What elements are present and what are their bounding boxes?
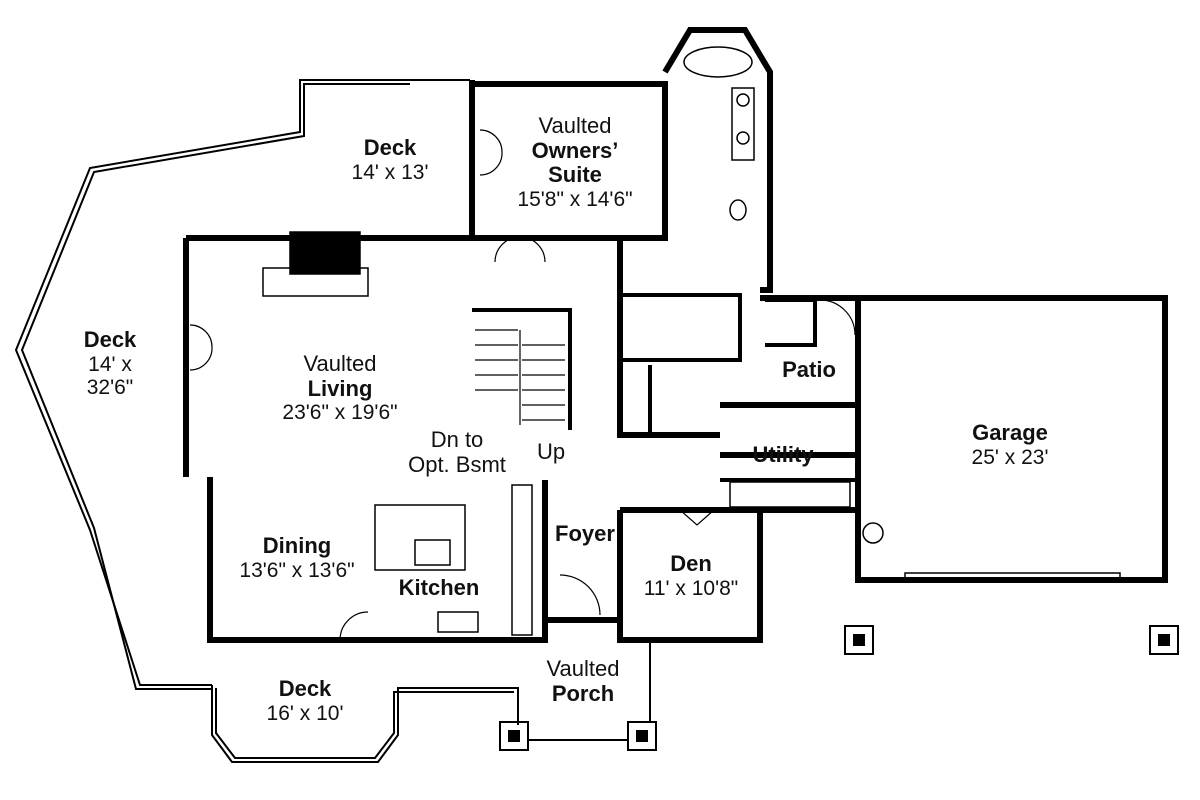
bathtub xyxy=(683,46,753,78)
den-wall xyxy=(617,510,763,643)
den-dims: 11' x 10'8" xyxy=(643,576,739,600)
kitchen-island xyxy=(374,504,466,571)
deck-outlines xyxy=(14,79,519,763)
kitchen-sink xyxy=(437,611,479,633)
kitchen-name: Kitchen xyxy=(398,575,480,600)
porch-prefix: Vaulted xyxy=(546,656,620,681)
water-heater xyxy=(862,522,884,544)
deck-left-line-2: 32'6" xyxy=(86,376,134,400)
exterior-walls xyxy=(183,27,1168,643)
utility-wall xyxy=(620,452,861,513)
foyer-door xyxy=(559,574,601,616)
column-3 xyxy=(844,625,874,655)
foyer-label: Foyer xyxy=(545,521,625,547)
stairs-down-line-2: Opt. Bsmt xyxy=(408,451,506,477)
deck-door xyxy=(479,129,503,176)
deck-top-name: Deck xyxy=(363,135,417,160)
bath-bay-wall xyxy=(662,27,773,293)
column-4 xyxy=(1149,625,1179,655)
column-2 xyxy=(627,721,657,751)
den-name: Den xyxy=(670,551,712,576)
patio-label: Patio xyxy=(768,357,850,383)
dining-label: Dining 13'6" x 13'6" xyxy=(222,533,372,582)
utility-name: Utility xyxy=(752,442,814,467)
owners-suite-wall xyxy=(469,80,668,241)
bottom-deck-outline-inner xyxy=(215,688,514,759)
interior-walls xyxy=(472,293,858,482)
porch-name: Porch xyxy=(551,680,615,706)
columns xyxy=(499,625,1179,751)
patio-name: Patio xyxy=(782,357,836,382)
garage-label: Garage 25' x 23' xyxy=(940,420,1080,469)
living-dims: 23'6" x 19'6" xyxy=(282,401,398,425)
porch-label: Vaulted Porch xyxy=(528,656,638,706)
stairs-up-text: Up xyxy=(536,439,566,464)
deck-bottom-dims: 16' x 10' xyxy=(266,701,344,725)
deck-bottom-name: Deck xyxy=(278,676,332,701)
dining-name: Dining xyxy=(262,533,332,558)
utility-label: Utility xyxy=(738,442,828,468)
vanity xyxy=(731,87,755,161)
bath-partition xyxy=(620,293,742,362)
cooktop xyxy=(414,539,451,566)
deck-top-dims: 14' x 13' xyxy=(351,160,429,184)
stair-wall xyxy=(472,308,572,430)
sink-2 xyxy=(736,131,750,145)
dining-dims: 13'6" x 13'6" xyxy=(239,558,355,582)
left-deck-outline xyxy=(14,79,410,686)
foyer-name: Foyer xyxy=(555,521,615,546)
fireplace xyxy=(289,231,361,275)
sink-1 xyxy=(736,93,750,107)
bottom-deck-outline xyxy=(211,685,519,763)
garage-dims: 25' x 23' xyxy=(971,445,1049,469)
den-door xyxy=(679,509,715,526)
deck-top-label: Deck 14' x 13' xyxy=(325,135,455,184)
deck-left-line-1: 14' x xyxy=(88,352,132,376)
living-door xyxy=(189,324,213,371)
kitchen-label: Kitchen xyxy=(380,575,498,601)
owners-suite-name-1: Owners’ xyxy=(531,137,619,163)
den-label: Den 11' x 10'8" xyxy=(628,551,754,600)
living-name: Living xyxy=(307,375,373,401)
deck-left-name: Deck xyxy=(83,327,137,352)
shower-box xyxy=(765,298,817,347)
garage-name: Garage xyxy=(972,420,1048,445)
kitchen-counter xyxy=(511,484,533,636)
owners-suite-label: Vaulted Owners’ Suite 15'8" x 14'6" xyxy=(485,113,665,211)
garage-door xyxy=(904,572,1121,581)
stairs xyxy=(475,329,565,425)
foyer-wall xyxy=(545,617,623,640)
living-prefix: Vaulted xyxy=(303,351,377,376)
stairs-down-line-1: Dn to xyxy=(430,427,484,452)
toilet xyxy=(729,199,747,221)
hearth xyxy=(262,267,369,297)
dining-wall xyxy=(207,477,548,643)
living-label: Vaulted Living 23'6" x 19'6" xyxy=(250,351,430,425)
left-deck-outline-inner xyxy=(20,83,410,690)
stairs-up-label: Up xyxy=(528,439,574,465)
owners-suite-prefix: Vaulted xyxy=(538,113,612,138)
suite-door xyxy=(494,236,546,263)
core-wall-a xyxy=(617,238,720,438)
column-1 xyxy=(499,721,529,751)
kitchen-door xyxy=(339,611,369,641)
utility-counter xyxy=(729,481,851,508)
fixtures xyxy=(262,46,1121,636)
owners-suite-dims: 15'8" x 14'6" xyxy=(517,187,633,211)
patio-door xyxy=(819,299,856,336)
doors xyxy=(189,129,856,641)
stairs-down-label: Dn to Opt. Bsmt xyxy=(392,427,522,477)
owners-suite-name-2: Suite xyxy=(548,162,602,188)
deck-left-label: Deck 14' x 32'6" xyxy=(65,327,155,400)
deck-bottom-label: Deck 16' x 10' xyxy=(245,676,365,725)
